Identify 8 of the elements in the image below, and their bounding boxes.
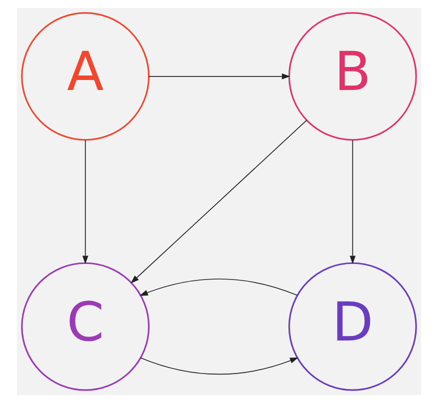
arrow bbox=[130, 120, 307, 284]
arrow bbox=[138, 278, 298, 296]
arrow bbox=[140, 357, 298, 375]
arrow bbox=[349, 140, 356, 264]
arrow bbox=[148, 73, 290, 80]
arrow bbox=[82, 140, 88, 264]
node-circle: B bbox=[288, 12, 416, 141]
node-circle: A bbox=[20, 12, 150, 141]
